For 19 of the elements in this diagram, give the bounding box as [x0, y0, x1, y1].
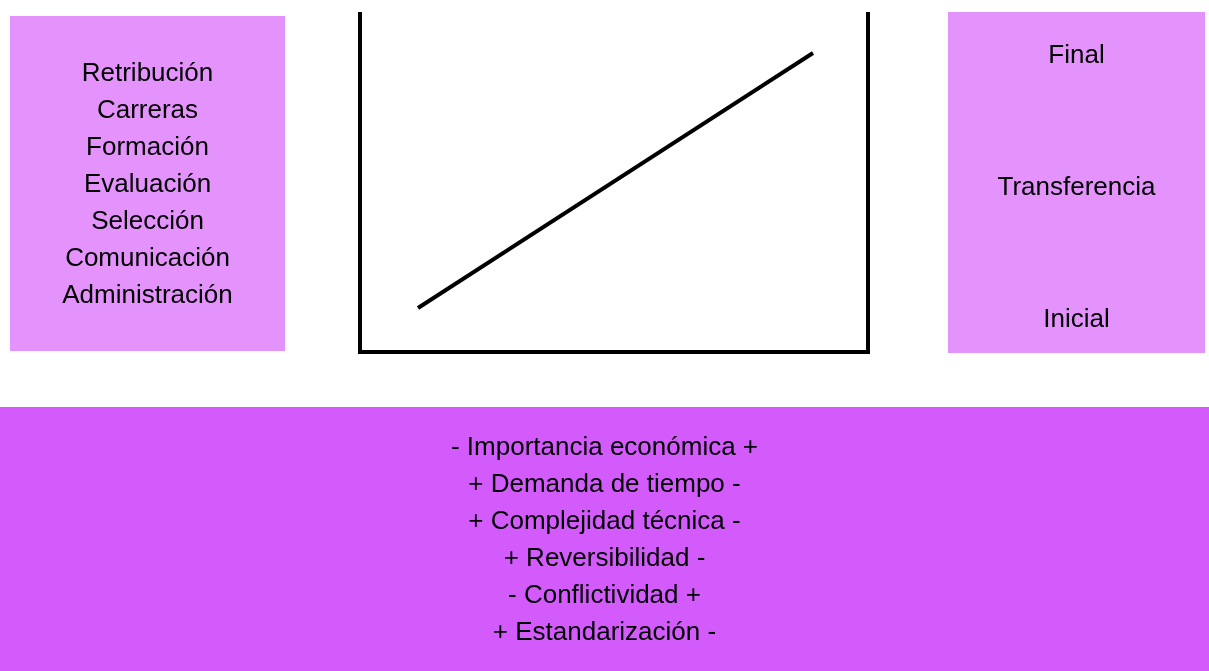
- panel-text: Selección: [91, 204, 204, 237]
- panel-text: - Conflictividad +: [508, 578, 701, 611]
- text-panel: [10, 16, 285, 351]
- panel-text: Carreras: [96, 93, 199, 126]
- text-panel: [948, 12, 1205, 353]
- panel-text: Inicial: [1043, 302, 1110, 335]
- panel-text: Final: [1048, 38, 1105, 71]
- panel-text: Formación: [86, 130, 209, 163]
- panel-text: + Complejidad técnica -: [468, 504, 741, 537]
- panel-text: + Reversibilidad -: [503, 541, 706, 574]
- panel-text: Retribución: [81, 56, 214, 89]
- panel-text: Transferencia: [997, 170, 1156, 203]
- text-panel: [0, 407, 1209, 671]
- panel-text: Administración: [62, 278, 233, 311]
- panel-text: Comunicación: [65, 241, 230, 274]
- panel-text: - Importancia económica +: [450, 430, 759, 463]
- panel-text: + Demanda de tiempo -: [468, 467, 741, 500]
- panel-text: + Estandarización -: [492, 615, 717, 648]
- panel-text: Evaluación: [83, 167, 212, 200]
